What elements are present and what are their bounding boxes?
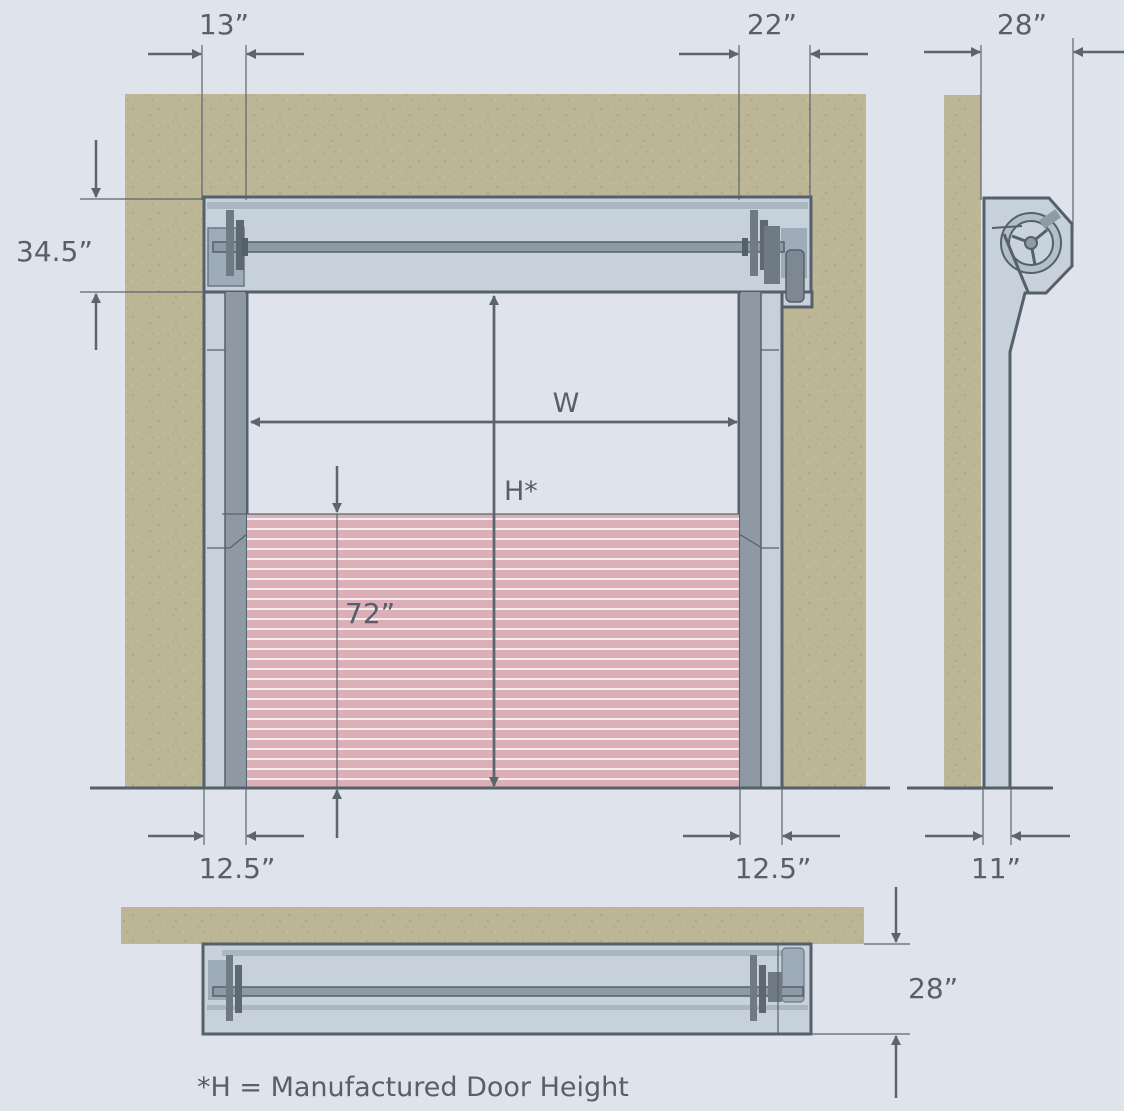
dim-height: H*	[489, 295, 538, 787]
side-drum	[991, 209, 1062, 293]
dim-34-5-label: 34.5”	[16, 235, 93, 268]
plan-left-drum	[226, 955, 242, 1021]
left-drum	[226, 210, 248, 276]
dim-28-side-label: 28”	[997, 8, 1047, 41]
right-drum	[742, 210, 780, 284]
side-housing	[982, 196, 1074, 790]
dim-72-label: 72”	[345, 597, 395, 630]
dim-12-5-left-label: 12.5”	[199, 852, 276, 885]
dim-28-plan-label: 28”	[908, 972, 958, 1005]
dim-13-label: 13”	[199, 8, 249, 41]
roller-shaft	[212, 241, 785, 253]
dim-28-side: 28”	[924, 8, 1124, 230]
dim-11: 11”	[925, 788, 1070, 885]
dim-width-label: W	[553, 388, 580, 419]
dim-34-5: 34.5”	[16, 140, 204, 350]
dim-22-label: 22”	[747, 8, 797, 41]
dim-13: 13”	[148, 8, 304, 200]
left-column	[202, 290, 249, 790]
dim-height-label: H*	[504, 476, 538, 507]
dim-12-5-right: 12.5”	[683, 788, 840, 885]
header-box	[202, 195, 814, 309]
plan-top-rail	[222, 950, 782, 956]
dim-22: 22”	[679, 8, 868, 200]
side-elevation: 28” 11”	[907, 8, 1124, 885]
front-elevation: 13” 22” 34.5” W H*	[16, 8, 890, 885]
wall-top	[125, 94, 866, 198]
dim-28-plan: 28”	[811, 887, 958, 1098]
wall-left	[125, 94, 207, 788]
dim-12-5-left: 12.5”	[148, 788, 304, 885]
dim-11-label: 11”	[971, 852, 1021, 885]
footnote: *H = Manufactured Door Height	[197, 1072, 629, 1103]
dim-12-5-right-label: 12.5”	[735, 852, 812, 885]
plan-wall	[121, 907, 864, 944]
right-column	[737, 290, 784, 790]
plan-view: 28”	[121, 887, 958, 1098]
dim-72: 72”	[332, 466, 395, 838]
plan-shaft	[212, 986, 804, 997]
plan-bottom-rail	[207, 1005, 808, 1010]
side-wall	[944, 95, 981, 790]
